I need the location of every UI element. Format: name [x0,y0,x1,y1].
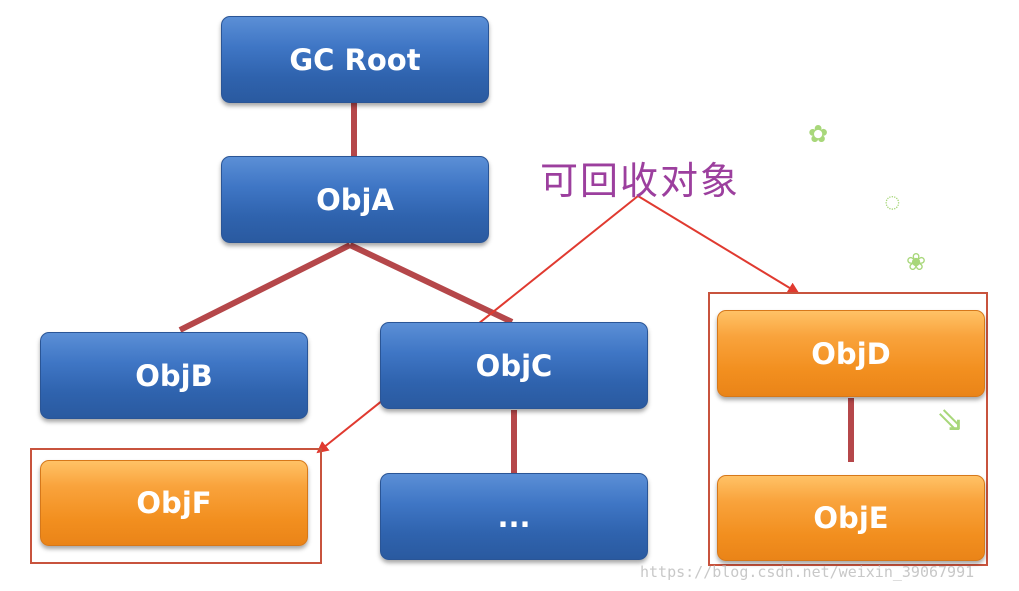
node-obje: ObjE [717,475,985,561]
node-objd: ObjD [717,310,985,397]
node-label: ObjC [475,348,553,383]
unreachable-group-objf [30,448,322,564]
node-gc-root: GC Root [221,16,489,103]
arrow-to-objd-group [637,195,800,295]
node-objb: ObjB [40,332,308,419]
leaf-decoration-icon: ◌ [884,186,901,217]
leaf-decoration-icon: ✿ [808,121,829,148]
edge-obja-objc [348,242,514,325]
leaf-decoration-icon: ❀ [906,249,927,276]
node-label: ObjF [136,486,212,520]
node-label: ... [497,499,531,534]
edge-obja-objb [178,242,352,333]
node-label: GC Root [289,42,421,77]
node-label: ObjD [811,336,891,371]
node-ellipsis: ... [380,473,648,560]
node-objc: ObjC [380,322,648,409]
leaf-decoration-icon: ⇘ [936,401,965,439]
node-objf: ObjF [40,460,308,546]
node-label: ObjE [813,501,889,535]
recyclable-objects-label: 可回收对象 [540,159,741,203]
node-obja: ObjA [221,156,489,243]
node-label: ObjA [316,182,394,217]
unreachable-group-objd-obje [708,292,988,566]
watermark: https://blog.csdn.net/weixin_39067991 [640,563,975,581]
node-label: ObjB [135,358,213,393]
